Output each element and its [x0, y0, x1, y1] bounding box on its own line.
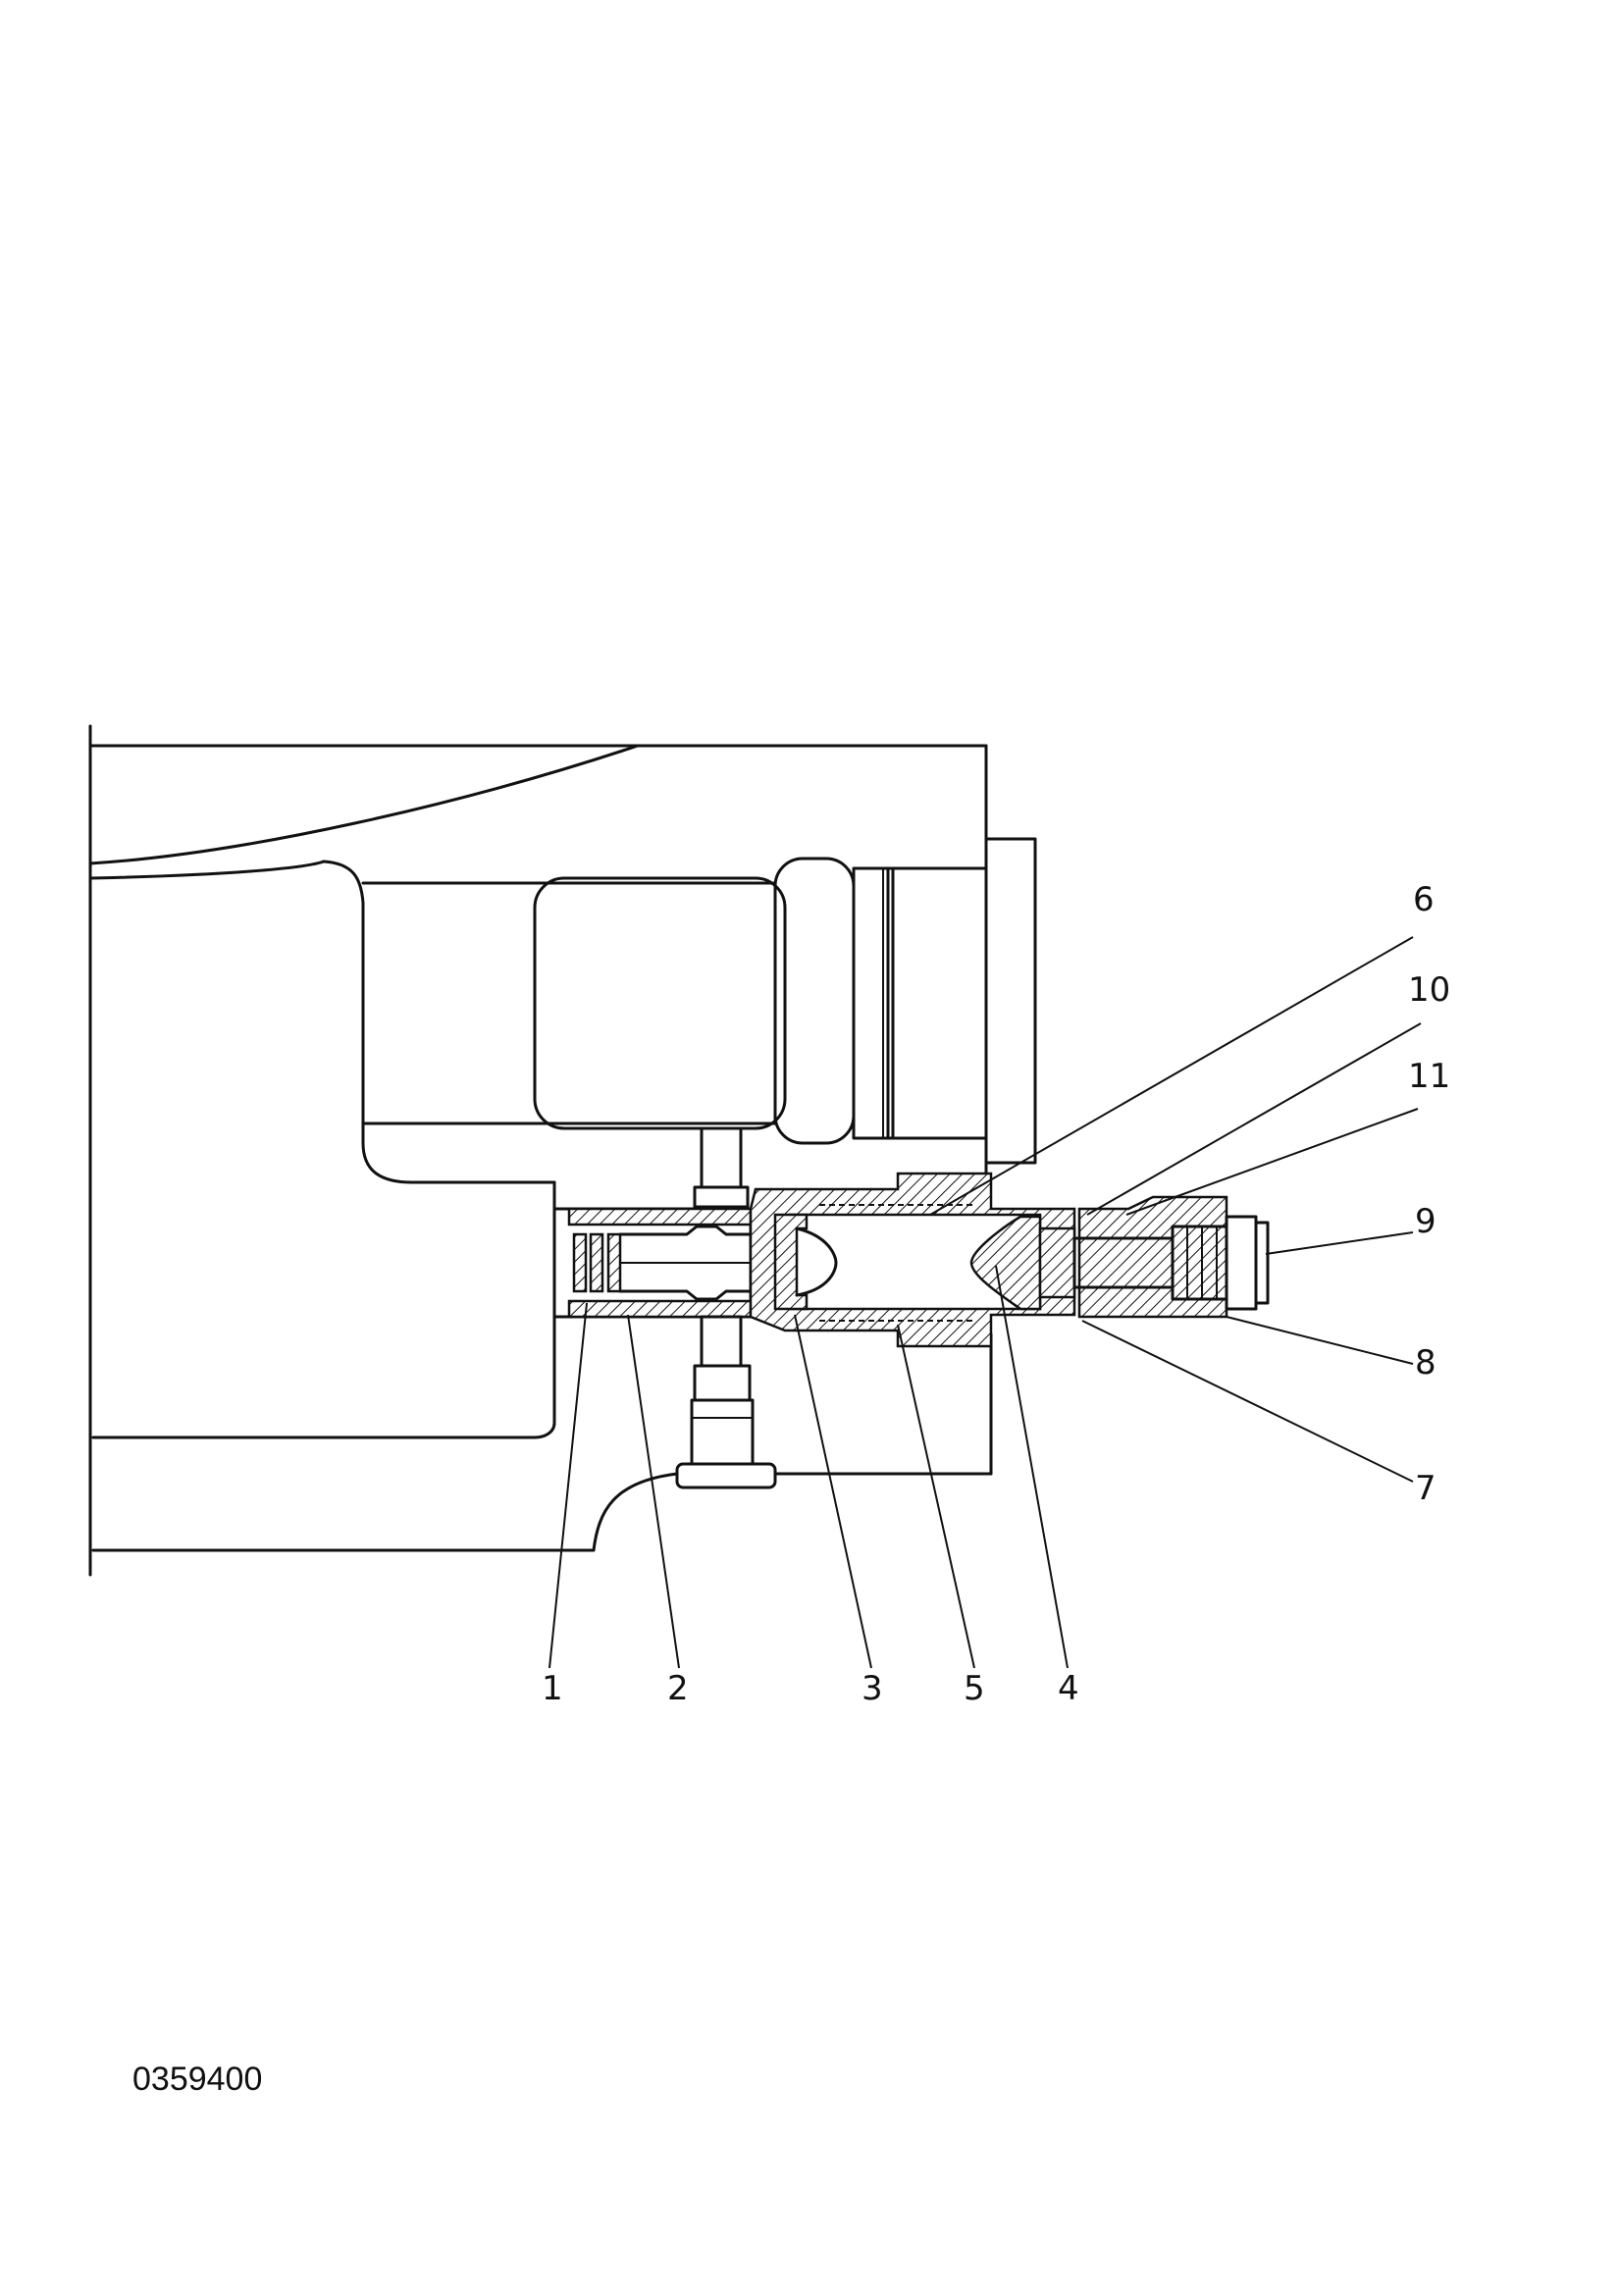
- callout-labels: 1 2 3 5 4 6 10 11 9 8 7: [542, 880, 1450, 1708]
- upper-stem: [693, 1126, 750, 1209]
- motor-block: [361, 837, 1037, 1165]
- lower-fitting: [675, 1315, 777, 1489]
- valve-assembly: [552, 1172, 1270, 1348]
- callout-5: 5: [964, 1669, 985, 1708]
- callout-7: 7: [1415, 1469, 1436, 1508]
- callout-11: 11: [1408, 1057, 1450, 1096]
- housing-body: [88, 724, 993, 1577]
- callout-3: 3: [862, 1669, 883, 1708]
- callout-2: 2: [667, 1669, 689, 1708]
- drawing-number: 0359400: [132, 2061, 262, 2098]
- leader-lines: [548, 936, 1422, 1669]
- callout-1: 1: [542, 1669, 563, 1708]
- callout-6: 6: [1413, 880, 1435, 919]
- callout-10: 10: [1408, 970, 1450, 1010]
- callout-4: 4: [1058, 1669, 1079, 1708]
- callout-8: 8: [1415, 1343, 1436, 1383]
- callout-9: 9: [1415, 1202, 1436, 1241]
